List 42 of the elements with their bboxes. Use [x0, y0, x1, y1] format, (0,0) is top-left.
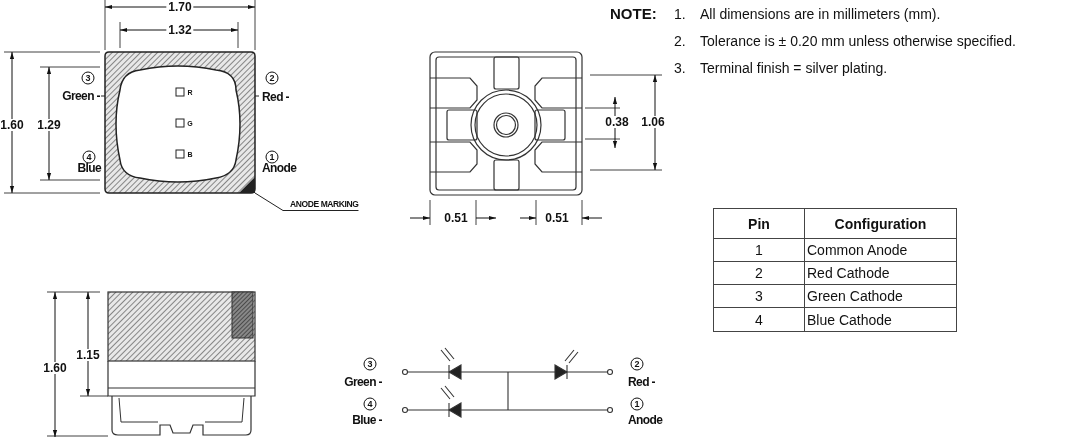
pin-number: 4 [363, 397, 377, 411]
pin-number: 2 [265, 71, 279, 85]
pin-name: Green - [62, 90, 100, 102]
dimension-value: 0.38 [603, 116, 631, 128]
pin-name: Anode [628, 414, 663, 426]
pin-number: 4 [82, 150, 96, 164]
dimension-value: 1.15 [74, 349, 102, 361]
note-text: 1. [674, 7, 686, 21]
dimension-value: 1.60 [41, 362, 69, 374]
dimension-value: 1.32 [166, 24, 194, 36]
callout-label: ANODE MARKING [290, 200, 359, 209]
note-text: 3. [674, 61, 686, 75]
pin-name: Blue - [352, 414, 382, 426]
note-text: 2. [674, 34, 686, 48]
pin-name: Blue [77, 162, 101, 174]
dimension-value: 0.51 [442, 212, 470, 224]
dimension-value: 1.60 [0, 119, 26, 131]
note-text: Terminal finish = silver plating. [700, 61, 888, 75]
dimension-value: 1.29 [35, 119, 63, 131]
note-heading: NOTE: [610, 5, 657, 21]
table-header: Configuration [804, 208, 957, 239]
pin-name: Green - [344, 376, 382, 388]
note-text: Tolerance is ± 0.20 mm unless otherwise specified. [700, 34, 1016, 48]
pin-number: 3 [81, 71, 95, 85]
pin-number: 1 [265, 150, 279, 164]
pin-name: Red - [628, 376, 655, 388]
note-text: All dimensions are in millimeters (mm). [700, 7, 941, 21]
table-cell: 4 [713, 307, 805, 332]
table-cell: Green Cathode [804, 284, 957, 308]
pin-number: 3 [363, 357, 377, 371]
table-cell: Blue Cathode [804, 307, 957, 332]
pin-name: Red - [262, 91, 289, 103]
table-cell: Common Anode [804, 238, 957, 262]
pin-name: Anode [262, 162, 297, 174]
pin-number: 2 [630, 357, 644, 371]
dimension-value: 0.51 [543, 212, 571, 224]
leader-line [254, 192, 359, 211]
dimension-value: 1.06 [639, 116, 667, 128]
anode-marker [239, 177, 255, 193]
dimension-value: 1.70 [166, 1, 194, 13]
table-header: Pin [713, 208, 805, 239]
pin-number: 1 [630, 397, 644, 411]
